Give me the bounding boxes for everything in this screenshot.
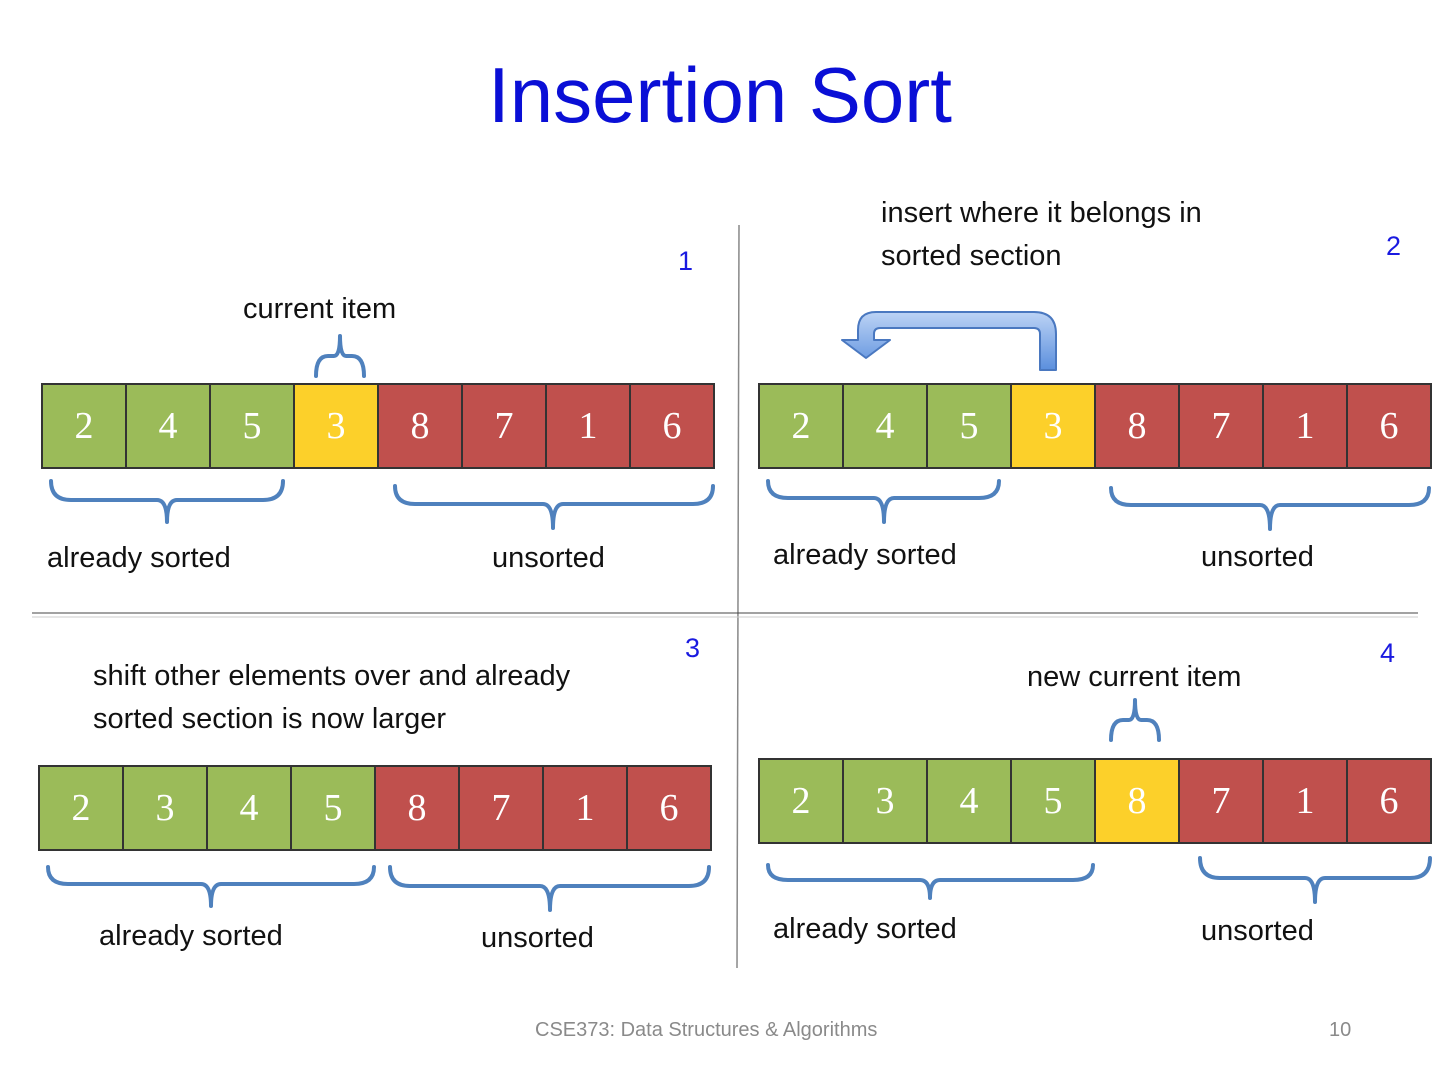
already-sorted-brace [49,479,285,524]
already-sorted-brace [766,479,1001,524]
unsorted-cell: 1 [547,385,631,467]
unsorted-label: unsorted [1201,915,1314,947]
sorted-cell: 5 [292,767,376,849]
current-item-brace [314,334,366,378]
unsorted-brace [388,865,711,912]
vertical-divider [736,224,740,969]
unsorted-cell: 6 [1348,760,1432,842]
unsorted-brace [1109,486,1431,531]
footer-page-number: 10 [1329,1019,1352,1041]
unsorted-cell: 7 [463,385,547,467]
unsorted-cell: 7 [1180,385,1264,467]
unsorted-brace [393,484,715,530]
slide-title: Insertion Sort [488,51,952,139]
sorted-cell: 3 [844,760,928,842]
already-sorted-label: already sorted [773,539,957,571]
panel-caption: current item [243,293,397,325]
unsorted-cell: 1 [1264,385,1348,467]
unsorted-brace [1198,856,1432,904]
unsorted-label: unsorted [1201,541,1314,573]
sorted-cell: 5 [211,385,295,467]
footer-course: CSE373: Data Structures & Algorithms [535,1019,878,1041]
sorted-cell: 4 [127,385,211,467]
sorted-cell: 4 [208,767,292,849]
sorted-cell: 5 [928,385,1012,467]
unsorted-cell: 6 [628,767,712,849]
unsorted-cell: 6 [631,385,715,467]
unsorted-cell: 7 [1180,760,1264,842]
new-current-item-brace [1109,698,1161,742]
unsorted-label: unsorted [481,922,594,954]
unsorted-cell: 8 [1096,385,1180,467]
sorted-cell: 4 [844,385,928,467]
sorted-cell: 2 [43,385,127,467]
sorted-cell: 2 [40,767,124,849]
insert-arrow-icon [841,311,1057,371]
sorted-cell: 2 [760,385,844,467]
panel-number: 4 [1380,638,1396,668]
current-cell: 8 [1096,760,1180,842]
sorted-cell: 5 [1012,760,1096,842]
unsorted-label: unsorted [492,542,605,574]
already-sorted-brace [766,863,1095,900]
panel-number: 1 [678,246,694,276]
unsorted-cell: 8 [379,385,463,467]
sorted-cell: 3 [124,767,208,849]
sorted-cell: 2 [760,760,844,842]
panel-number: 2 [1386,231,1402,261]
unsorted-cell: 1 [1264,760,1348,842]
unsorted-cell: 8 [376,767,460,849]
current-cell: 3 [295,385,379,467]
panel-number: 3 [685,633,701,663]
panel-caption: new current item [1027,661,1242,693]
already-sorted-label: already sorted [47,542,231,574]
unsorted-cell: 1 [544,767,628,849]
unsorted-cell: 7 [460,767,544,849]
unsorted-cell: 6 [1348,385,1432,467]
already-sorted-label: already sorted [773,913,957,945]
current-cell: 3 [1012,385,1096,467]
already-sorted-brace [46,865,376,908]
panel-caption: insert where it belongs in sorted sectio… [881,197,1202,272]
already-sorted-label: already sorted [99,920,283,952]
sorted-cell: 4 [928,760,1012,842]
panel-caption: shift other elements over and already so… [93,660,571,735]
